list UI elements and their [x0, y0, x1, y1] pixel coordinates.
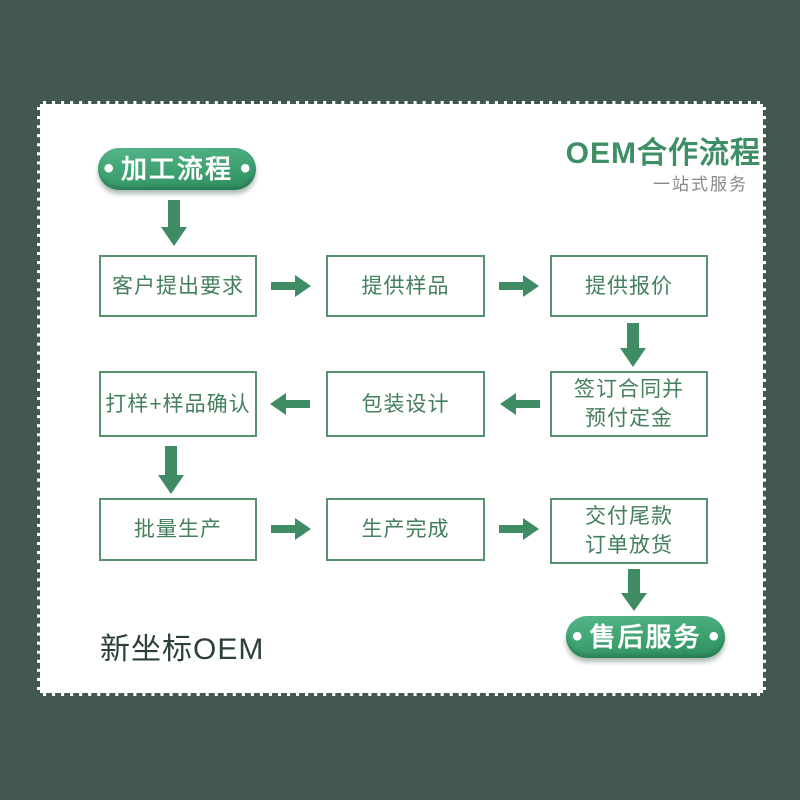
brand-text: 新坐标OEM — [100, 633, 265, 666]
flow-box-packaging-design: 包装设计 — [326, 371, 485, 437]
flow-box-label: 生产完成 — [361, 518, 450, 541]
arrow-right-icon — [499, 518, 539, 540]
flow-card: OEM合作流程 一站式服务 • 加工流程 • 客户提出要求 提供样品 提供报价 — [37, 101, 766, 696]
bullet-dot-icon: • — [240, 152, 251, 185]
flow-box-label: 订单放货 — [585, 534, 673, 557]
flow-box-mass-production: 批量生产 — [99, 498, 257, 561]
subtitle: 一站式服务 — [653, 175, 748, 194]
flow-box-label: 包装设计 — [361, 392, 450, 416]
flow-box-customer-requirements: 客户提出要求 — [99, 255, 257, 317]
bullet-dot-icon: • — [103, 152, 114, 185]
bullet-dot-icon: • — [708, 620, 720, 653]
flow-box-proofing-sample-confirm: 打样+样品确认 — [99, 371, 257, 437]
after-sales-badge: • 售后服务 • — [566, 616, 725, 658]
flow-box-label: 打样+样品确认 — [105, 392, 251, 416]
flow-box-production-complete: 生产完成 — [326, 498, 485, 561]
arrow-down-icon — [620, 323, 646, 367]
flow-box-label: 签订合同并 — [574, 378, 684, 401]
after-sales-badge-label: 售后服务 — [589, 622, 702, 652]
bullet-dot-icon: • — [571, 620, 583, 653]
start-badge: • 加工流程 • — [98, 148, 256, 190]
flow-box-label: 提供报价 — [585, 274, 673, 298]
flow-box-final-payment-shipping: 交付尾款 订单放货 — [550, 498, 708, 564]
arrow-down-icon — [621, 569, 647, 611]
flow-box-provide-samples: 提供样品 — [326, 255, 485, 317]
arrow-right-icon — [271, 518, 311, 540]
arrow-down-icon — [158, 446, 184, 494]
arrow-down-icon — [161, 200, 187, 246]
flow-box-label: 批量生产 — [134, 518, 222, 541]
arrow-right-icon — [271, 275, 311, 297]
arrow-left-icon — [270, 393, 310, 415]
arrow-right-icon — [499, 275, 539, 297]
main-title: OEM合作流程 — [565, 137, 761, 170]
flow-box-provide-quote: 提供报价 — [550, 255, 708, 317]
flow-box-sign-contract-deposit: 签订合同并 预付定金 — [550, 371, 708, 437]
flow-box-label: 交付尾款 — [585, 505, 673, 528]
flow-box-label: 预付定金 — [585, 407, 673, 430]
arrow-left-icon — [500, 393, 540, 415]
flow-box-label: 客户提出要求 — [112, 274, 244, 298]
start-badge-label: 加工流程 — [120, 154, 233, 184]
flow-box-label: 提供样品 — [361, 274, 450, 298]
